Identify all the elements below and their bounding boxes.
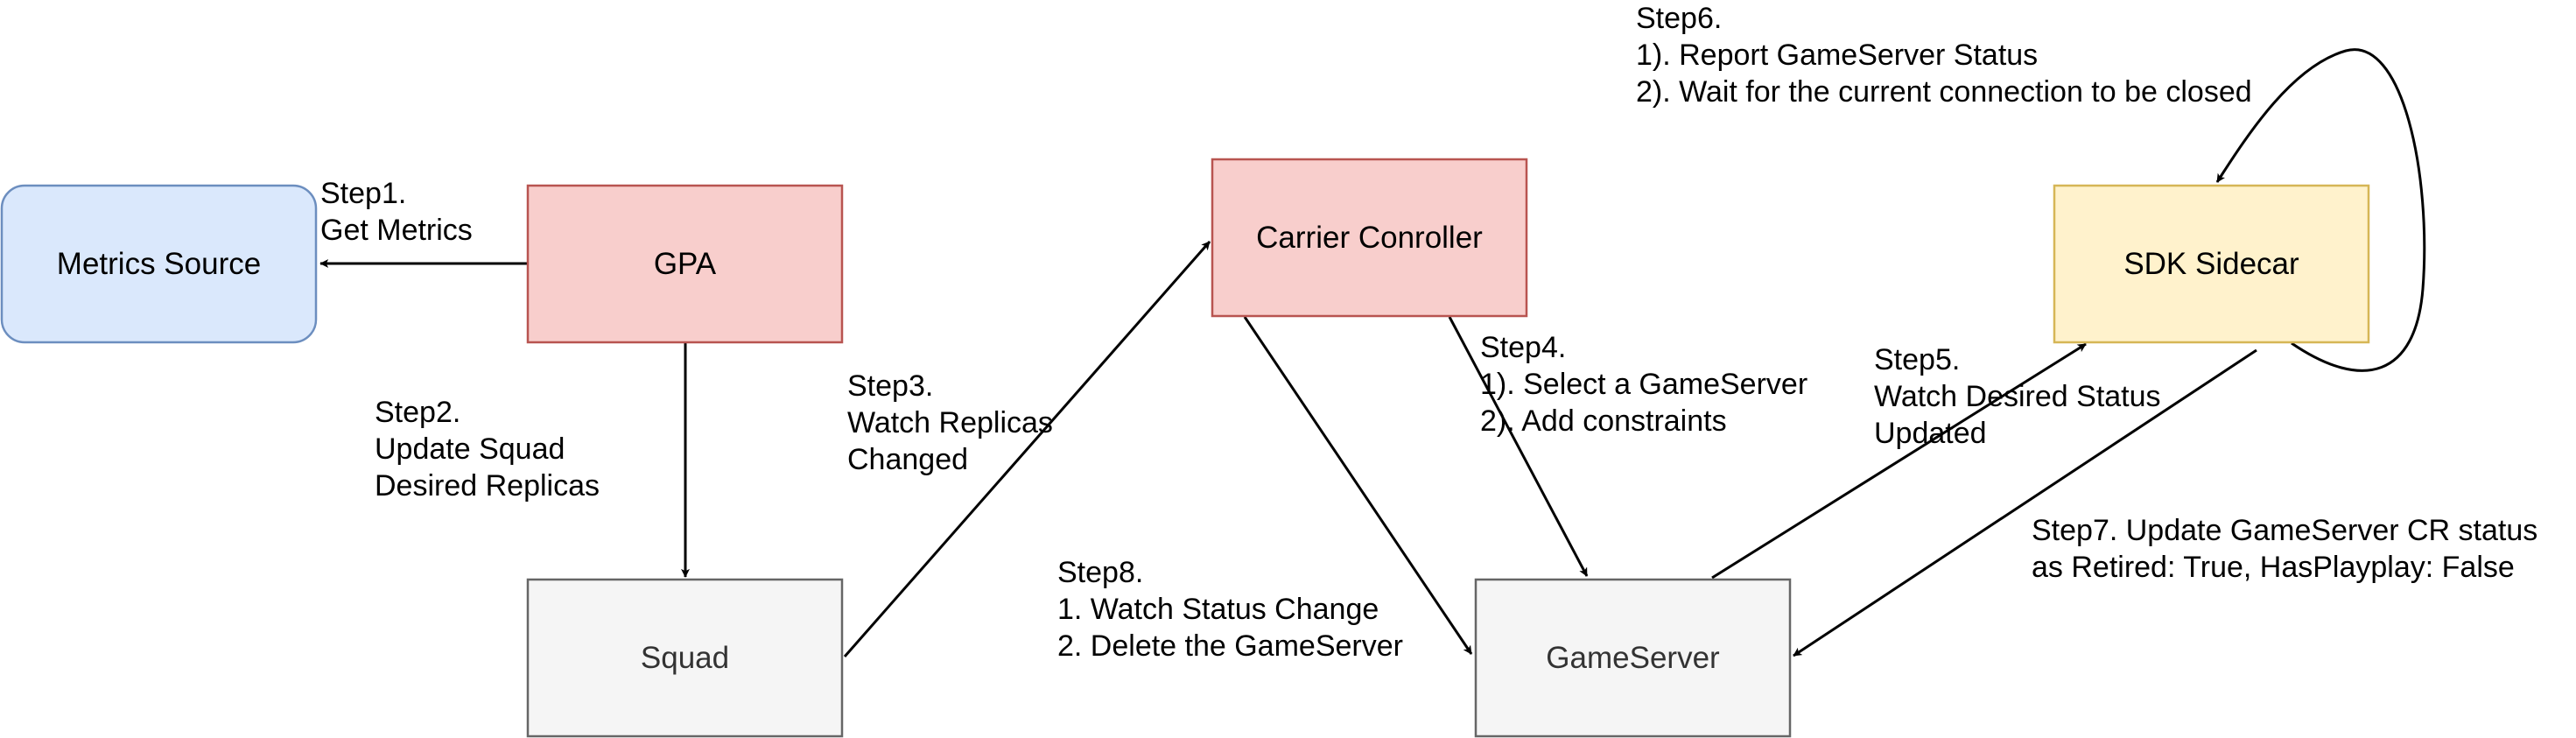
metrics-source-label: Metrics Source [57, 247, 261, 281]
gpa-box [526, 184, 844, 344]
step8-line-3: 2. Delete the GameServer [1057, 629, 1403, 663]
edge-squad-to-carrier-controller [843, 241, 1211, 657]
step1-line-1: Step1. [320, 177, 406, 210]
step1-annotation: Step1. Get Metrics [320, 177, 473, 247]
carrier-controller-label: Carrier Conroller [1256, 221, 1483, 255]
gameserver-label: GameServer [1546, 641, 1720, 675]
step5-line-3: Updated [1874, 417, 1987, 450]
step1-line-2: Get Metrics [320, 214, 473, 247]
gpa-label: GPA [654, 247, 717, 281]
gameserver-node[interactable]: GameServer [1474, 578, 1792, 738]
step3-line-2: Watch Replicas [847, 406, 1053, 439]
metrics-source-node[interactable]: Metrics Source [0, 184, 318, 344]
step6-line-1: Step6. [1636, 2, 1722, 35]
step2-line-2: Update Squad [375, 432, 565, 466]
sdk-sidecar-label: SDK Sidecar [2123, 247, 2299, 281]
edge-gameserver-to-sdk-sidecar [1711, 342, 2087, 580]
gpa-node[interactable]: GPA [526, 184, 844, 344]
gameserver-box [1474, 578, 1792, 738]
step2-line-3: Desired Replicas [375, 469, 600, 503]
sdk-sidecar-node[interactable]: SDK Sidecar [2053, 184, 2370, 344]
carrier-controller-node[interactable]: Carrier Conroller [1211, 158, 1528, 318]
sdk-sidecar-box [2053, 184, 2370, 344]
step2-annotation: Step2. Update Squad Desired Replicas [375, 396, 600, 503]
squad-node[interactable]: Squad [526, 578, 844, 738]
step3-line-3: Changed [847, 443, 968, 476]
metrics-source-box [0, 184, 318, 344]
step4-line-1: Step4. [1480, 331, 1566, 364]
carrier-controller-box [1211, 158, 1528, 318]
step8-line-1: Step8. [1057, 556, 1143, 589]
step7-annotation: Step7. Update GameServer CR status as Re… [2032, 514, 2546, 584]
step8-annotation: Step8. 1. Watch Status Change 2. Delete … [1057, 556, 1403, 663]
edge-carrier-controller-to-gameserver-step4 [1448, 316, 1589, 577]
step4-line-2: 1). Select a GameServer [1480, 368, 1807, 401]
edge-carrier-controller-to-gameserver-step8 [1243, 316, 1473, 655]
edge-sdk-sidecar-self-loop [2215, 48, 2426, 372]
squad-label: Squad [641, 641, 729, 675]
step5-annotation: Step5. Watch Desired Status Updated [1874, 343, 2169, 450]
step8-line-2: 1. Watch Status Change [1057, 593, 1379, 626]
step6-line-2: 1). Report GameServer Status [1636, 39, 2038, 72]
step5-line-2: Watch Desired Status [1874, 380, 2161, 413]
squad-box [526, 578, 844, 738]
step5-line-1: Step5. [1874, 343, 1960, 376]
step7-line-1: Step7. Update GameServer CR status [2032, 514, 2537, 547]
step6-annotation: Step6. 1). Report GameServer Status 2). … [1636, 2, 2252, 109]
edges [319, 48, 2426, 657]
step3-line-1: Step3. [847, 369, 933, 403]
step7-line-2: as Retired: True, HasPlayplay: False [2032, 551, 2515, 584]
step3-annotation: Step3. Watch Replicas Changed [847, 369, 1061, 476]
step6-line-3: 2). Wait for the current connection to b… [1636, 75, 2252, 109]
step4-annotation: Step4. 1). Select a GameServer 2). Add c… [1480, 331, 1816, 438]
step4-line-3: 2). Add constraints [1480, 404, 1727, 438]
edge-sdk-sidecar-to-gameserver [1793, 348, 2257, 657]
step2-line-1: Step2. [375, 396, 460, 429]
